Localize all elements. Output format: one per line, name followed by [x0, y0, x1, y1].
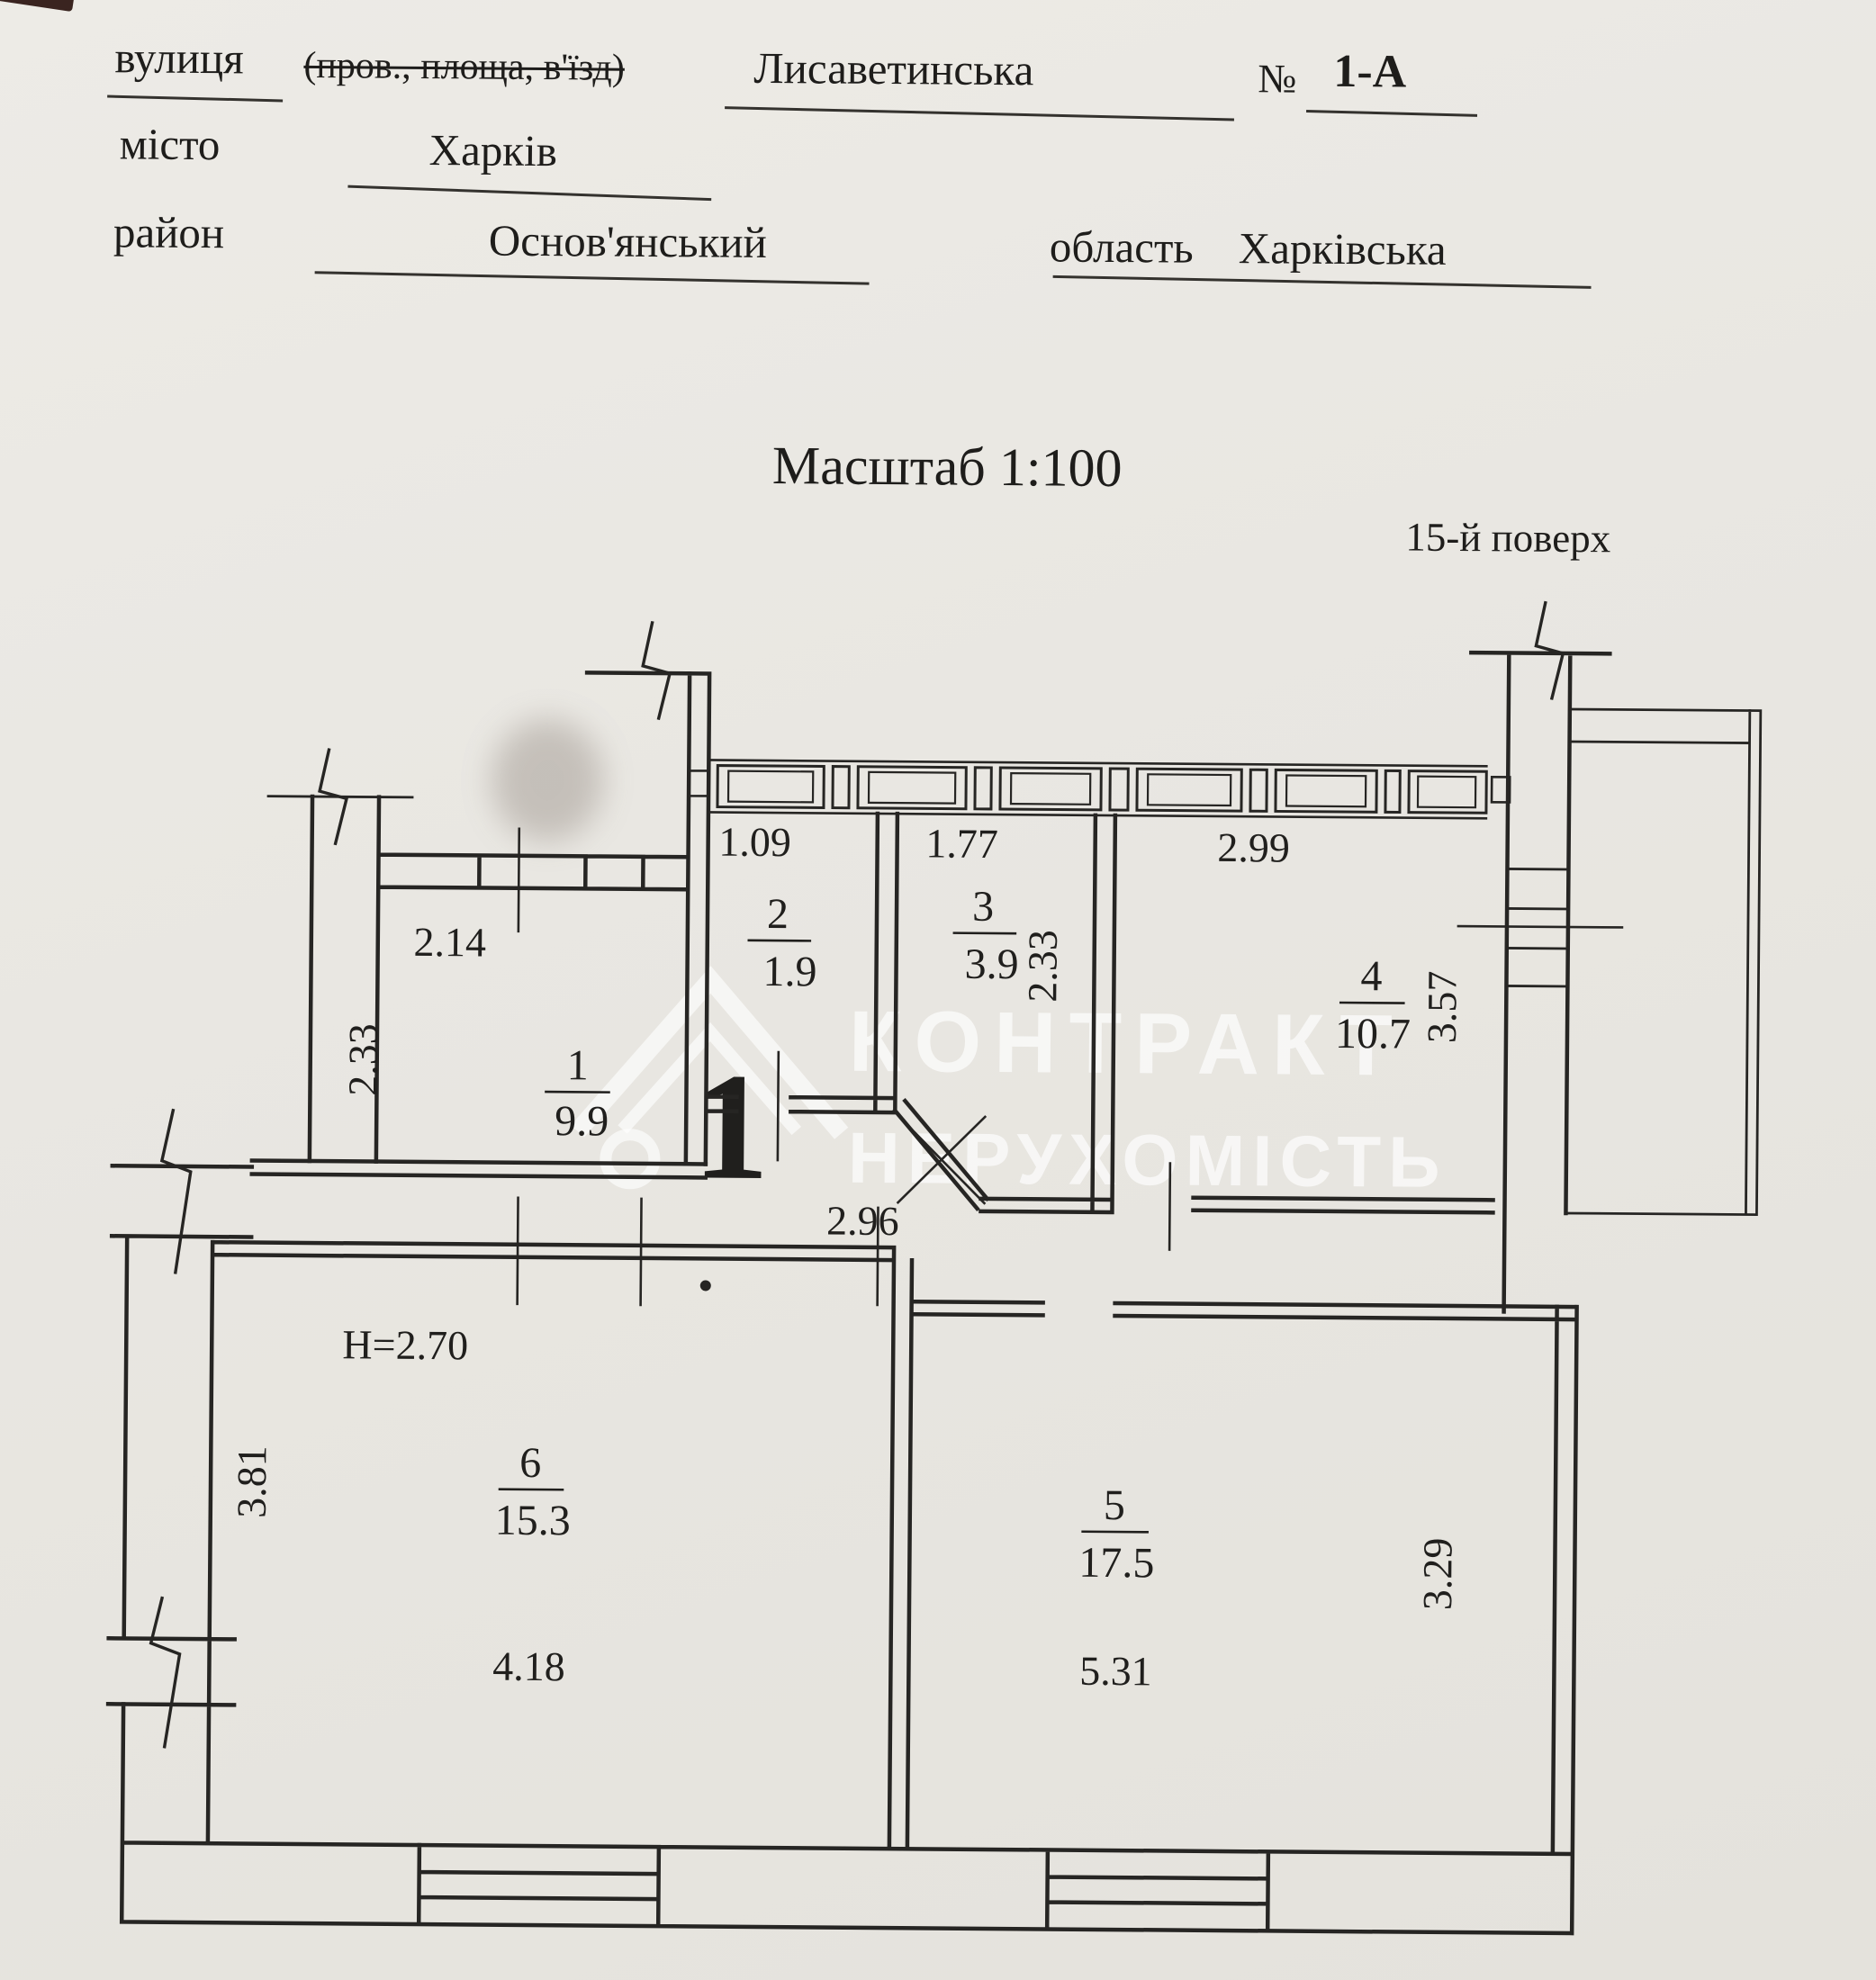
underline-number-value — [1306, 110, 1478, 117]
window-symbol — [716, 764, 825, 809]
balcony-right — [1565, 707, 1763, 1217]
room6-area: 15.3 — [495, 1497, 571, 1545]
underline-street-value — [725, 106, 1234, 122]
dim-room5-depth: 3.29 — [1414, 1537, 1461, 1610]
wall-break-icons — [149, 600, 1565, 1749]
room2-number: 2 — [767, 890, 789, 938]
district-value: Основ'янський — [488, 215, 768, 267]
watermark-line2: НЕРУХОМІСТЬ — [848, 1118, 1448, 1202]
window-symbol — [1407, 770, 1488, 814]
room5-number: 5 — [1104, 1481, 1125, 1529]
district-field-label: район — [113, 207, 225, 258]
window-symbol — [998, 766, 1103, 812]
room3-number: 3 — [972, 883, 994, 931]
city-field-label: місто — [119, 119, 221, 170]
room5-area: 17.5 — [1078, 1539, 1154, 1588]
dim-room5-width: 5.31 — [1079, 1648, 1152, 1695]
dim-room4-depth: 3.57 — [1419, 970, 1466, 1043]
fraction-bars — [498, 932, 1405, 1534]
window-symbol — [1274, 768, 1378, 814]
window-divider — [1108, 767, 1130, 812]
blurred-stamp-icon — [492, 719, 604, 842]
wall-break-icon — [1534, 600, 1565, 700]
street-field-label: вулиця — [114, 32, 244, 84]
dim-room4-width: 2.99 — [1217, 824, 1290, 871]
dim-room6-depth: 3.81 — [229, 1445, 275, 1518]
house-number-value: 1-А — [1333, 45, 1407, 98]
dim-hall-width: 2.96 — [826, 1198, 899, 1245]
logo-ring-icon — [600, 1129, 661, 1190]
floorplan-drawing: 1 КОНТРАКТ НЕРУХОМІСТЬ — [105, 600, 1763, 1936]
window-symbol — [856, 765, 968, 811]
room2-area: 1.9 — [762, 948, 816, 995]
floor-label: 15-й поверх — [1405, 514, 1611, 562]
scan-artifact — [0, 0, 76, 13]
vent-square — [1490, 776, 1511, 804]
flue-x-icon — [896, 1114, 988, 1205]
underline-region-value — [1052, 274, 1592, 289]
window-symbol — [1135, 767, 1243, 813]
room6-number: 6 — [519, 1439, 541, 1487]
dim-ceiling-height: H=2.70 — [342, 1321, 468, 1368]
wall-break-icon — [641, 620, 672, 721]
underline-city-value — [347, 184, 712, 202]
dimension-ticks — [516, 827, 1624, 1307]
street-value: Лисаветинська — [753, 42, 1034, 95]
window-divider — [973, 766, 993, 811]
dim-room1-width: 2.14 — [413, 919, 486, 966]
window-band — [687, 759, 1511, 820]
window-divider — [1384, 769, 1402, 814]
page-title-scale: Масштаб 1:100 — [771, 436, 1123, 499]
room4-number: 4 — [1360, 952, 1382, 1000]
wall-break-icon — [318, 748, 349, 846]
region-value: Харківська — [1238, 223, 1447, 274]
underline-street-label — [107, 94, 284, 103]
dim-room2-width: 1.09 — [718, 819, 791, 866]
window-divider — [1249, 768, 1268, 813]
dim-room3-depth: 2.33 — [1019, 930, 1066, 1003]
watermark-logo: 1 — [571, 966, 849, 1211]
room1-number: 1 — [566, 1041, 588, 1089]
house-icon — [571, 966, 849, 1139]
wall-break-icon — [159, 1108, 193, 1274]
hall-dot — [699, 1280, 711, 1292]
walls-lower — [105, 1158, 1579, 1936]
logo-digit: 1 — [692, 1041, 770, 1211]
dim-room3-width: 1.77 — [925, 820, 998, 867]
city-value: Харків — [428, 125, 558, 176]
wall-break-icon — [149, 1596, 182, 1749]
underline-district-value — [314, 271, 870, 285]
house-icon-inner — [618, 1022, 802, 1136]
watermark-line1: КОНТРАКТ — [848, 994, 1405, 1094]
room4-area: 10.7 — [1335, 1010, 1411, 1058]
number-sign: № — [1258, 56, 1297, 102]
window-divider — [831, 765, 851, 810]
street-field-sublabel: (пров., площа, в'їзд) — [303, 44, 626, 89]
walls-upper — [307, 650, 1612, 1314]
dim-room6-width: 4.18 — [492, 1643, 565, 1690]
room3-area: 3.9 — [964, 940, 1018, 988]
region-field-label: область — [1049, 221, 1194, 273]
hatch-ladder — [1505, 868, 1570, 988]
room1-area: 9.9 — [555, 1097, 609, 1145]
dim-room1-depth: 2.33 — [339, 1023, 386, 1096]
